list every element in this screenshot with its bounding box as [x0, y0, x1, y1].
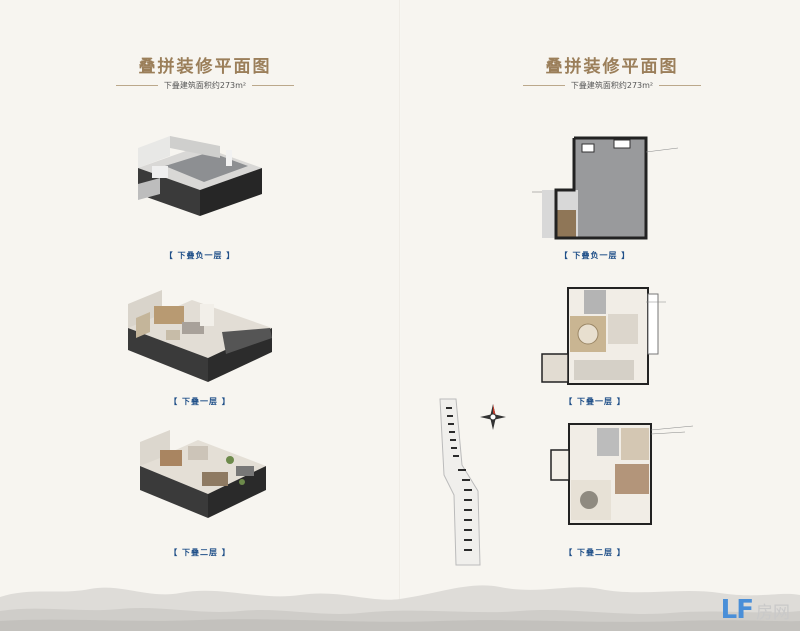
left-title: 叠拼装修平面图	[138, 57, 272, 77]
logo-text: 房网	[756, 602, 790, 623]
caption-right-basement: 【 下叠负一层 】	[559, 251, 631, 260]
caption-right-floor-2: 【 下叠二层 】	[564, 548, 626, 557]
site-plan	[439, 398, 481, 566]
left-subtitle-text: 下叠建筑面积约273m²	[163, 81, 247, 90]
watermark-logo: LF 房网	[721, 595, 790, 625]
caption-left-floor-2: 【 下叠二层 】	[169, 548, 231, 557]
caption-left-basement: 【 下叠负一层 】	[164, 251, 236, 260]
model-3d-floor-2	[140, 430, 266, 518]
right-title: 叠拼装修平面图	[545, 57, 679, 77]
right-subtitle: 下叠建筑面积约273m²	[482, 80, 742, 91]
logo-mark: LF	[720, 595, 754, 625]
model-3d-basement	[138, 136, 262, 216]
plan-floor-2	[550, 423, 694, 525]
plan-floor-1	[541, 287, 666, 385]
compass-icon	[480, 404, 506, 430]
mountain-ink-background	[0, 585, 800, 631]
right-subtitle-text: 下叠建筑面积约273m²	[570, 81, 654, 90]
model-3d-floor-1	[128, 290, 272, 382]
page-fold	[399, 0, 401, 631]
caption-right-floor-1: 【 下叠一层 】	[564, 397, 626, 406]
left-subtitle: 下叠建筑面积约273m²	[75, 80, 335, 91]
caption-left-floor-1: 【 下叠一层 】	[169, 397, 231, 406]
plan-basement	[532, 136, 679, 240]
